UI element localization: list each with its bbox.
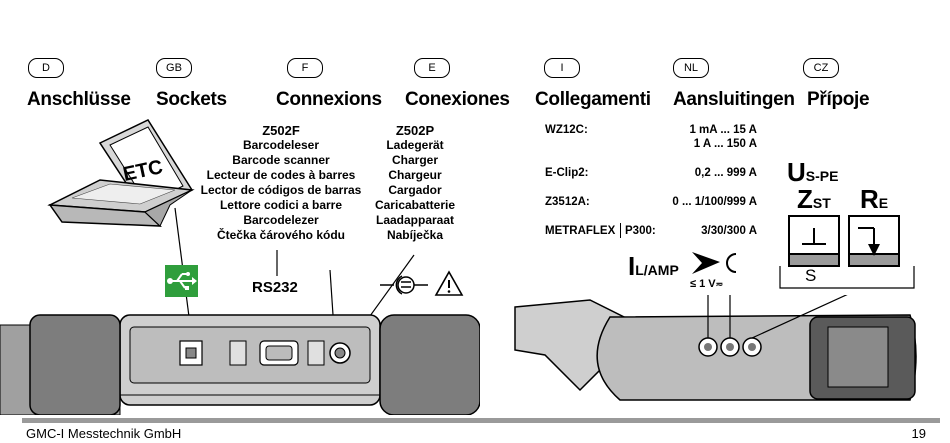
voltage-note: ≤ 1 V≂ bbox=[690, 278, 723, 290]
spec-value: 0,2 ... 999 A bbox=[694, 167, 757, 179]
z502p-line: Charger bbox=[391, 153, 438, 167]
instrument-right-illustration bbox=[514, 295, 917, 401]
spec-value: 3/30/300 A bbox=[701, 225, 757, 237]
ac-dc-icon: ≂ bbox=[715, 279, 724, 289]
il-amp-label: IL/AMP bbox=[628, 251, 679, 282]
z502p-line: Ladegerät bbox=[386, 138, 444, 152]
spec-name: Z3512A: bbox=[545, 196, 590, 208]
spec-value: 1 A ... 150 A bbox=[693, 138, 757, 150]
z502f-line: Barcode scanner bbox=[232, 153, 330, 167]
z502f-title: Z502F bbox=[262, 123, 300, 138]
clamp-icon bbox=[692, 252, 737, 274]
rs232-label: RS232 bbox=[252, 279, 298, 296]
footer-company: GMC-I Messtechnik GmbH bbox=[26, 426, 182, 441]
lang-badge-gb: GB bbox=[156, 58, 192, 78]
z502p-line: Laadapparaat bbox=[375, 213, 455, 227]
z502f-line: Lector de códigos de barras bbox=[200, 183, 362, 197]
heading-fr: Connexions bbox=[276, 89, 382, 110]
spec-value: 1 mA ... 15 A bbox=[689, 124, 757, 136]
s-label: S bbox=[805, 266, 817, 285]
z502p-title: Z502P bbox=[395, 123, 435, 138]
lang-badge-cz: CZ bbox=[803, 58, 839, 78]
earth-measurement-symbols bbox=[779, 215, 915, 289]
z502p-line: Caricabatterie bbox=[374, 198, 456, 212]
heading-gb: Sockets bbox=[156, 89, 227, 110]
footer-rule bbox=[22, 418, 940, 423]
z502f-block: Z502F Barcodeleser Barcode scanner Lecte… bbox=[192, 123, 370, 243]
heading-nl: Aansluitingen bbox=[673, 89, 795, 110]
voltage-value: ≤ 1 V bbox=[690, 278, 716, 290]
z-st-main: Z bbox=[797, 184, 813, 214]
heading-es: Conexiones bbox=[405, 89, 510, 110]
z502f-line: Lettore codici a barre bbox=[219, 198, 343, 212]
heading-de: Anschlüsse bbox=[27, 89, 131, 110]
u-spe-sub: S-PE bbox=[805, 168, 839, 184]
laptop-etc-label: ETC bbox=[121, 156, 165, 186]
power-connector-icon bbox=[380, 275, 428, 295]
spec-value: 0 ... 1/100/999 A bbox=[672, 196, 757, 208]
z502f-line: Čtečka čárového kódu bbox=[216, 228, 346, 242]
heading-cz: Přípoje bbox=[807, 89, 870, 110]
warning-icon bbox=[434, 270, 464, 296]
u-spe-main: U bbox=[787, 157, 806, 187]
spec-name: METRAFLEX bbox=[545, 225, 616, 237]
instrument-left-illustration bbox=[0, 314, 480, 415]
spec-divider bbox=[620, 223, 621, 238]
usb-icon bbox=[165, 265, 198, 297]
z502p-line: Chargeur bbox=[388, 168, 442, 182]
heading-it: Collegamenti bbox=[535, 89, 651, 110]
z502f-line: Lecteur de codes à barres bbox=[206, 168, 356, 182]
lang-badge-i: I bbox=[544, 58, 580, 78]
u-spe-label: US-PE bbox=[787, 157, 838, 188]
r-e-main: R bbox=[860, 184, 879, 214]
lang-badge-nl: NL bbox=[673, 58, 709, 78]
lang-badge-e: E bbox=[414, 58, 450, 78]
z502f-line: Barcodeleser bbox=[242, 138, 320, 152]
z502p-line: Nabíječka bbox=[386, 228, 444, 242]
spec-name: WZ12C: bbox=[545, 124, 588, 136]
lang-badge-f: F bbox=[287, 58, 323, 78]
z502f-line: Barcodelezer bbox=[243, 213, 319, 227]
z-st-sub: ST bbox=[812, 195, 831, 211]
r-e-sub: E bbox=[878, 195, 889, 211]
z502p-line: Cargador bbox=[388, 183, 442, 197]
z502p-block: Z502P Ladegerät Charger Chargeur Cargado… bbox=[360, 123, 470, 243]
z-st-label: ZST bbox=[797, 184, 831, 215]
spec-name: P300: bbox=[625, 225, 656, 237]
il-amp-sub: L/AMP bbox=[635, 262, 679, 278]
spec-name: E-Clip2: bbox=[545, 167, 589, 179]
il-amp-main: I bbox=[628, 251, 636, 281]
page-number: 19 bbox=[911, 426, 926, 441]
r-e-label: RE bbox=[860, 184, 888, 215]
lang-badge-d: D bbox=[28, 58, 64, 78]
